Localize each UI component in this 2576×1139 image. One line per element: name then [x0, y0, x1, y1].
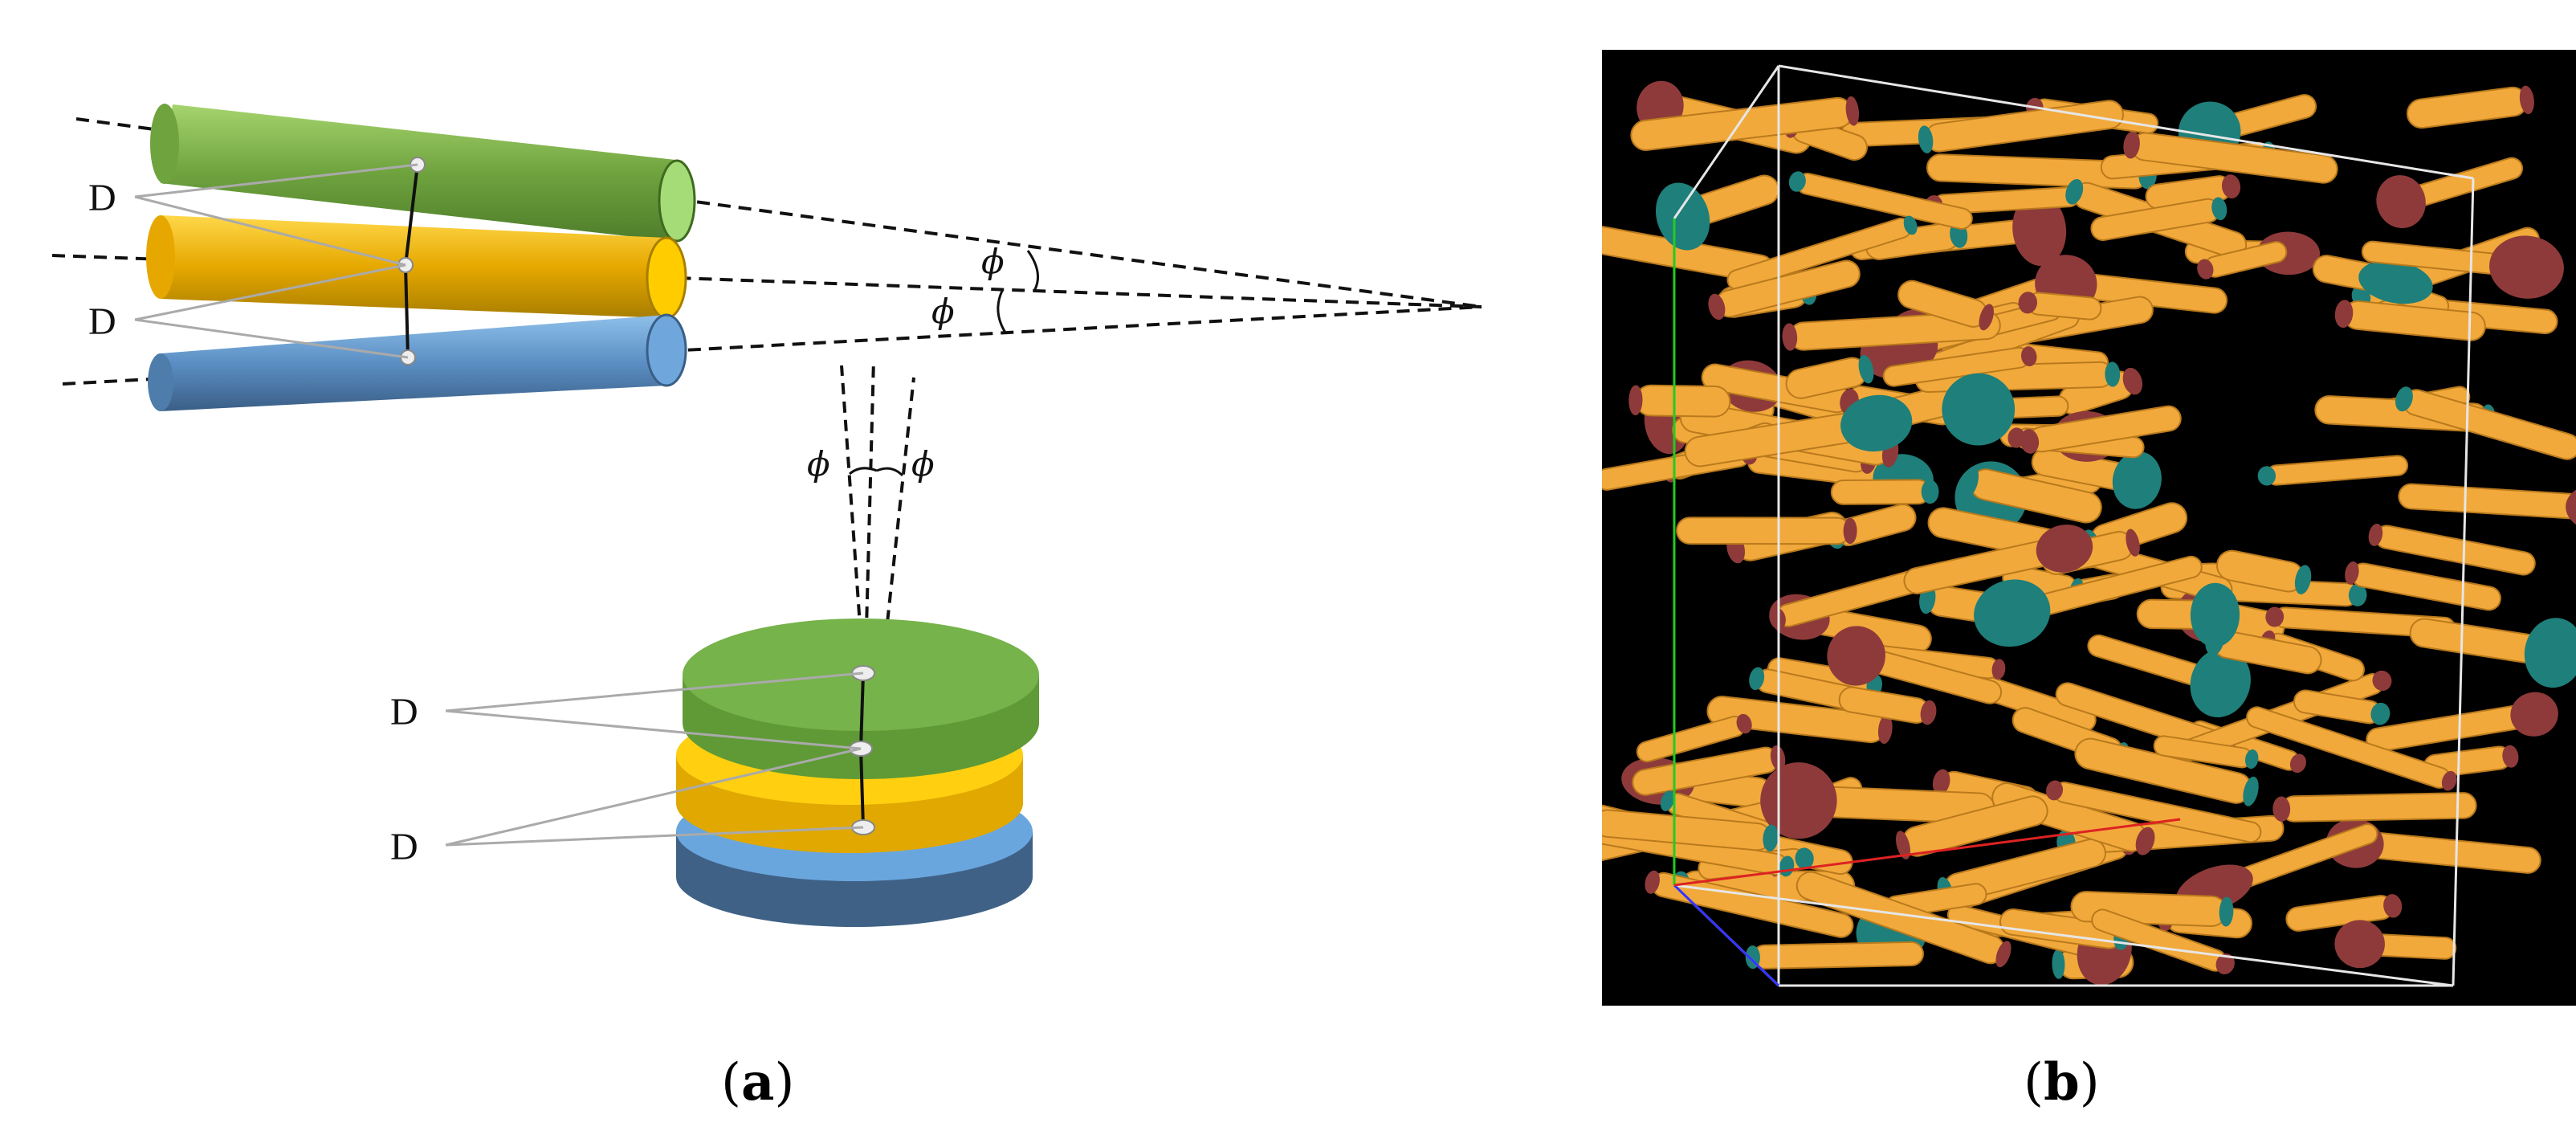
rod-green	[150, 104, 696, 243]
rod-particle	[1963, 466, 2102, 524]
rod-particle	[1676, 516, 1857, 545]
rod-angle-label: ϕ	[931, 292, 955, 331]
rod-particle	[1684, 394, 1913, 467]
rod-distance-label: D	[88, 300, 116, 343]
rod-particle	[2257, 455, 2409, 486]
rod-particle	[2197, 241, 2288, 280]
rod-particle	[2366, 692, 2558, 753]
panel-a-diagram: D D ϕ ϕ ϕ ϕ	[51, 104, 1482, 927]
rod-particle	[1788, 171, 1973, 230]
rod-angle-label: ϕ	[981, 242, 1005, 281]
panel-a-caption: (a)	[721, 1052, 795, 1112]
rod-particle	[2272, 792, 2477, 823]
rod-distance-label: D	[88, 177, 116, 219]
rod-particle	[1602, 809, 1779, 851]
rod-yellow	[146, 215, 687, 320]
rod-particle	[2334, 920, 2457, 969]
panel-b-simulation	[1602, 50, 2576, 1006]
disc-angle-label: ϕ	[911, 444, 935, 484]
rod-blue	[148, 313, 687, 411]
rod-particle	[2409, 618, 2576, 688]
panel-b-caption: (b)	[2024, 1052, 2100, 1112]
rod-particle	[1706, 696, 1893, 745]
rod-particle	[1795, 871, 2011, 968]
rod-particle	[1656, 174, 1780, 251]
rod-particle	[1782, 310, 2001, 351]
rod-particle	[2334, 300, 2486, 341]
rod-particle	[2215, 549, 2312, 594]
rod-particle	[2312, 255, 2433, 304]
rod-particle	[1897, 280, 1994, 331]
rod-particle	[1708, 259, 1861, 320]
rod-particle	[1903, 525, 2093, 594]
rod-particle	[1838, 686, 1937, 725]
rod-particle	[1827, 626, 2003, 704]
disc-distance-label: D	[390, 691, 418, 733]
rod-particle	[2153, 735, 2259, 770]
rod-particle	[1896, 795, 2048, 859]
disc-angle-label: ϕ	[807, 444, 830, 484]
rod-particle	[1745, 941, 1924, 970]
rod-particle	[2361, 235, 2564, 299]
rod-particle	[2136, 582, 2240, 647]
rod-particle	[1636, 713, 1752, 763]
rod-particle	[2285, 894, 2403, 932]
rod-particle	[2293, 689, 2391, 725]
rod-particle	[1830, 479, 1939, 505]
rod-particle	[2020, 405, 2182, 454]
rod-particle	[1882, 346, 2037, 387]
rod-particle	[2018, 292, 2102, 320]
rod-particle	[2087, 634, 2251, 717]
rod-particle	[2246, 706, 2457, 791]
disc-green-normal	[840, 365, 865, 672]
rod-particle	[1628, 384, 1731, 418]
disc-distance-label: D	[390, 826, 418, 868]
rod-particle	[1785, 355, 1874, 399]
rod-particle	[2031, 447, 2162, 509]
rod-particle	[2091, 908, 2235, 974]
rod-particle	[1974, 555, 2203, 647]
rod-particle	[2090, 197, 2228, 241]
particle-cloud	[1602, 80, 2576, 986]
rod-particle	[1630, 96, 1860, 151]
axis-z	[1673, 884, 1780, 987]
rod-particle	[2376, 157, 2524, 229]
rod-particle	[2123, 131, 2338, 184]
rod-particle	[2395, 386, 2576, 460]
rod-particle	[2368, 523, 2536, 576]
rod-particle	[2406, 85, 2534, 129]
rod-particle	[1726, 215, 1918, 291]
axis-x	[1673, 818, 2181, 887]
rod-particle	[1942, 373, 2069, 446]
rod-particle	[2398, 482, 2576, 534]
